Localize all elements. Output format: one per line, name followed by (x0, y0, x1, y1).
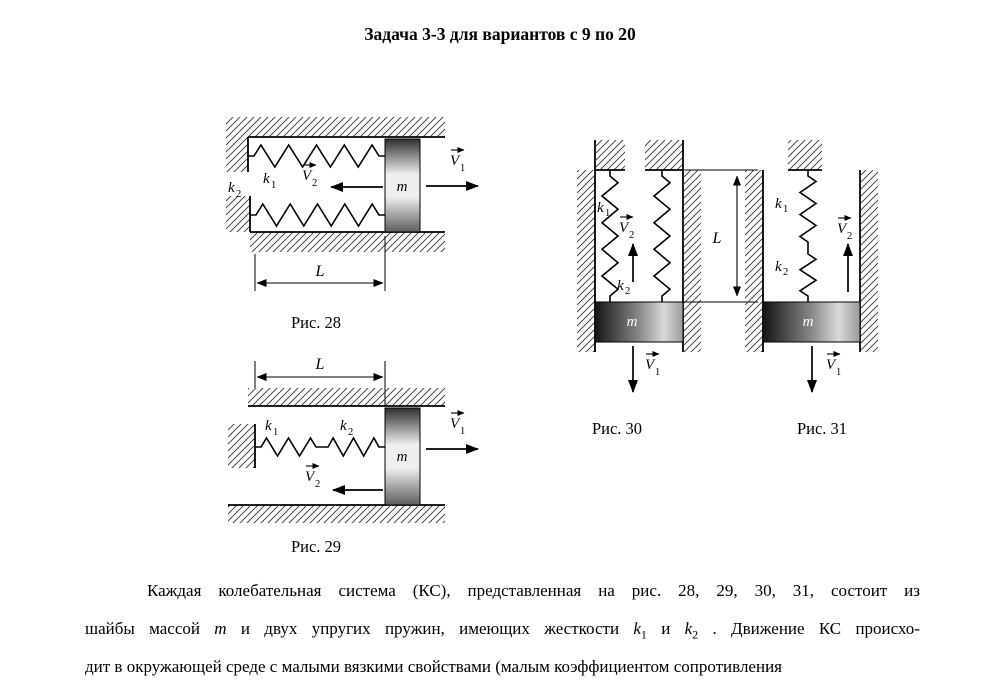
fig29-spring-k1 (255, 436, 322, 458)
fig30-v2-label: V (619, 220, 630, 236)
fig28-k1-subscript: 1 (271, 180, 276, 191)
fig31-k2-label: k (775, 259, 782, 275)
fig30-ceiling-hatch-left (595, 140, 625, 170)
paragraph-text: шайбы массой (85, 619, 215, 638)
fig31-v2-label: V (837, 221, 848, 237)
fig31-k2-subscript: 2 (783, 267, 788, 278)
fig29-length-label: L (315, 356, 325, 373)
fig29-k1-label: k (265, 418, 272, 434)
figure-28: m k 1 k 2 V 1 V 2 L Рис. 28 (226, 117, 479, 332)
fig30-spring-k2 (652, 170, 672, 302)
fig28-spring-k1 (248, 143, 385, 169)
fig29-caption: Рис. 29 (291, 537, 341, 556)
fig29-v1-label: V (450, 416, 461, 432)
fig30-right-wall-hatch (683, 170, 701, 352)
fig28-k2-label: k (228, 180, 235, 196)
fig30-k2-subscript: 2 (625, 286, 630, 297)
fig29-ceiling-hatch (248, 388, 445, 406)
fig29-floor-hatch (228, 505, 445, 523)
fig29-spring-k2 (322, 436, 385, 458)
fig28-k2-subscript: 2 (236, 189, 241, 200)
fig28-v1-label: V (450, 153, 461, 169)
fig29-k2-label: k (340, 418, 347, 434)
stiffness-subscript-2: 2 (692, 627, 699, 642)
fig31-caption: Рис. 31 (797, 419, 847, 438)
fig31-spring-k1 (798, 170, 818, 248)
fig29-k2-subscript: 2 (348, 427, 353, 438)
fig29-k1-subscript: 1 (273, 427, 278, 438)
problem-statement: Каждая колебательная система (КС), предс… (85, 572, 920, 686)
fig28-upper-wall-hatch (226, 137, 248, 172)
fig31-mass-label: m (803, 314, 814, 330)
fig28-floor-hatch (250, 232, 445, 252)
paragraph-text: . Движение КС происхо- (698, 619, 920, 638)
fig31-k1-subscript: 1 (783, 204, 788, 215)
fig30-v2-subscript: 2 (629, 230, 634, 241)
figure-31: k 1 k 2 V 2 m V 1 Рис. 31 (745, 140, 878, 438)
fig31-left-wall-hatch (745, 170, 763, 352)
fig30-ceiling-hatch-right (645, 140, 683, 170)
fig28-v2-label: V (302, 168, 313, 184)
fig28-length-label: L (315, 263, 325, 280)
paragraph-line-1: Каждая колебательная система (КС), предс… (85, 572, 920, 610)
fig28-mass-block (384, 138, 421, 233)
fig30-v1-subscript: 1 (655, 367, 660, 378)
fig30-left-wall-hatch (577, 170, 595, 352)
figure-30: k 1 k 2 V 2 m V 1 L Рис. 30 (577, 140, 758, 438)
fig28-v1-subscript: 1 (460, 163, 465, 174)
fig30-spring-k1 (600, 170, 620, 302)
fig30-k1-label: k (597, 200, 604, 216)
fig31-v2-subscript: 2 (847, 231, 852, 242)
fig28-lower-wall-hatch (226, 196, 250, 232)
fig28-k1-label: k (263, 171, 270, 187)
fig30-mass-block (594, 301, 684, 343)
fig31-ceiling-hatch (788, 140, 822, 170)
paragraph-line-3: дит в окружающей среде с малыми вязкими … (85, 648, 920, 686)
fig30-v1-label: V (645, 357, 656, 373)
fig30-length-label: L (712, 230, 722, 247)
fig31-v1-subscript: 1 (836, 367, 841, 378)
fig30-k2-label: k (617, 278, 624, 294)
fig29-mass-block (384, 407, 421, 506)
fig30-k1-subscript: 1 (605, 208, 610, 219)
fig31-k1-label: k (775, 196, 782, 212)
page-title: Задача 3-3 для вариантов с 9 по 20 (364, 24, 636, 44)
fig31-spring-k2 (798, 248, 818, 302)
figure-29: L k 1 k 2 m V 1 V 2 Р (228, 356, 479, 556)
fig30-caption: Рис. 30 (592, 419, 642, 438)
fig28-mass-label: m (397, 179, 408, 195)
paragraph-text: дит в окружающей среде с малыми вязкими … (85, 657, 782, 676)
fig28-ceiling-hatch (226, 117, 445, 137)
stiffness-symbol-k2: k (684, 619, 693, 638)
fig28-spring-k2 (250, 202, 385, 228)
fig29-v2-label: V (305, 469, 316, 485)
figures-canvas: m k 1 k 2 V 1 V 2 L Рис. 28 L (226, 117, 878, 556)
fig29-v1-subscript: 1 (460, 426, 465, 437)
mass-symbol: m (214, 619, 227, 638)
fig31-mass-block (762, 301, 861, 343)
stiffness-symbol-k1: k (633, 619, 641, 638)
fig29-mass-label: m (397, 449, 408, 465)
fig29-wall-hatch (228, 424, 255, 468)
stiffness-subscript-1: 1 (640, 627, 647, 642)
fig30-mass-label: m (627, 314, 638, 330)
paragraph-text: Каждая колебательная система (КС), предс… (147, 581, 920, 600)
fig28-caption: Рис. 28 (291, 313, 341, 332)
fig31-right-wall-hatch (860, 170, 878, 352)
fig29-v2-subscript: 2 (315, 479, 320, 490)
paragraph-text: и двух упругих пружин, имеющих жесткости (226, 619, 634, 638)
fig28-v2-subscript: 2 (312, 178, 317, 189)
paragraph-text: и (646, 619, 685, 638)
fig31-v1-label: V (826, 357, 837, 373)
paragraph-line-2: шайбы массой m и двух упругих пружин, им… (85, 610, 920, 648)
